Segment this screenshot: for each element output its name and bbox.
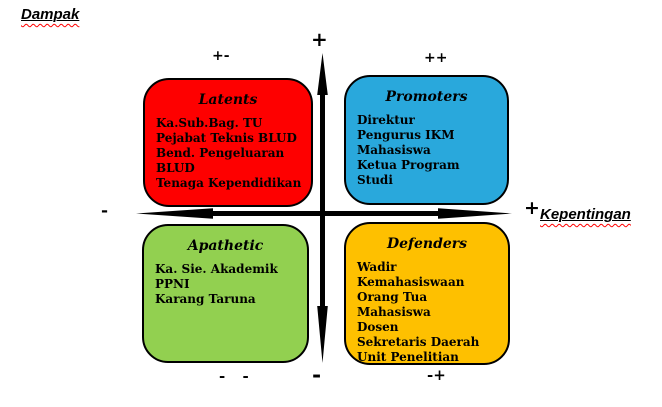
quadrant-list-item: Dosen — [357, 320, 399, 334]
quadrant-list-item: Sekretaris Daerah — [357, 335, 480, 349]
quadrant-list-item: Ka.Sub.Bag. TU — [156, 116, 263, 130]
quadrant-list-item: Karang Taruna — [155, 292, 256, 306]
quadrant-list-item: Pengurus IKM — [357, 128, 455, 142]
sign-bottom-right: -+ — [427, 366, 446, 384]
quadrant-list-item: Unit Penelitian — [357, 350, 459, 364]
vertical-axis-label: Dampak — [21, 6, 79, 23]
quadrant-list-item: Orang Tua Mahasiswa — [357, 290, 431, 319]
quadrant-list-item: Wadir Kemahasiswaan — [357, 260, 465, 289]
sign-top-right: ++ — [424, 50, 448, 66]
quadrant-list-item: Ketua Program Studi — [357, 158, 460, 187]
quadrant-title: Apathetic — [187, 238, 264, 254]
quadrant-list-item: Mahasiswa — [357, 143, 431, 157]
sign-bottom-left: - - — [219, 367, 249, 385]
vertical-axis-arrow — [317, 53, 328, 363]
sign-left-minus: - — [101, 201, 109, 221]
quadrant-list-item: Tenaga Kependidikan — [156, 176, 302, 190]
sign-right-plus: + — [524, 197, 540, 219]
horizontal-axis-arrow — [136, 208, 512, 219]
quadrant-title: Promoters — [385, 89, 468, 105]
quadrant-list-item: Direktur — [357, 113, 415, 127]
horizontal-axis-label: Kepentingan — [540, 206, 631, 223]
vertical-axis-label-text: Dampak — [21, 6, 80, 23]
quadrant-list-item: Pejabat Teknis BLUD — [156, 131, 297, 145]
sign-top-left: +- — [212, 48, 230, 64]
quadrant-list-item: Bend. Pengeluaran BLUD — [156, 146, 285, 175]
sign-bottom-minus: - — [312, 362, 322, 388]
quadrant-title: Defenders — [386, 236, 468, 252]
quadrant-list-item: PPNI — [155, 277, 190, 291]
horizontal-axis-label-text: Kepentingan — [540, 206, 631, 223]
quadrant-title: Latents — [198, 92, 258, 108]
quadrant-list-item: Ka. Sie. Akademik — [155, 262, 278, 276]
sign-top-plus: + — [311, 27, 328, 51]
